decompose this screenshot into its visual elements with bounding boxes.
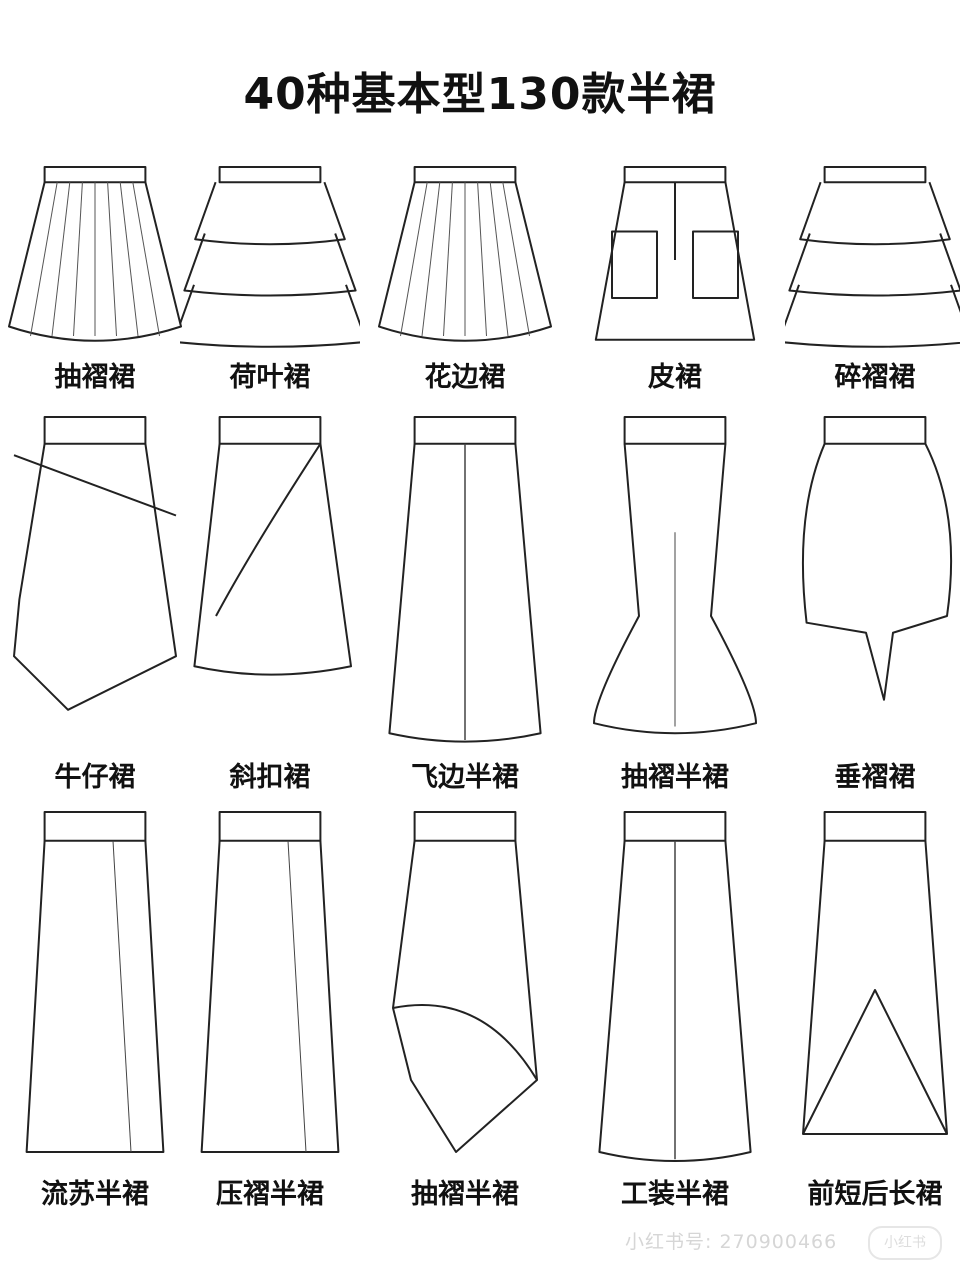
- skirt-label: 流苏半裙: [41, 1179, 149, 1210]
- skirt-label: 抽褶半裙: [621, 762, 729, 793]
- skirt-illustration: [200, 811, 340, 1153]
- skirt-illustration: [785, 166, 960, 348]
- skirt-item: [375, 165, 555, 355]
- skirt-label: 牛仔裙: [54, 762, 136, 793]
- skirt-label: 荷叶裙: [229, 362, 311, 393]
- skirt-item: [5, 165, 185, 355]
- skirt-illustration: [593, 416, 757, 735]
- skirt-label: 皮裙: [648, 362, 702, 393]
- skirt-illustration: [388, 416, 542, 743]
- skirt-illustration: [13, 416, 177, 711]
- skirt-label: 抽褶半裙: [411, 1179, 519, 1210]
- skirt-label: 工装半裙: [621, 1179, 729, 1210]
- skirt-illustration: [8, 166, 182, 342]
- skirt-item: [5, 415, 185, 750]
- skirt-item: [5, 810, 185, 1170]
- skirt-label: 花边裙: [424, 362, 506, 393]
- skirt-illustration: [802, 811, 948, 1135]
- skirt-item: [585, 415, 765, 750]
- skirt-illustration: [378, 166, 552, 342]
- skirt-label: 抽褶裙: [54, 362, 136, 393]
- skirt-label: 飞边半裙: [411, 762, 519, 793]
- skirt-illustration: [392, 811, 538, 1153]
- skirt-label: 前短后长裙: [807, 1179, 943, 1210]
- skirt-item: [785, 810, 960, 1170]
- skirt-item: [180, 810, 360, 1170]
- skirt-illustration: [598, 811, 752, 1162]
- skirt-item: [375, 810, 555, 1170]
- skirt-illustration: [180, 166, 360, 348]
- skirt-label: 斜扣裙: [229, 762, 311, 793]
- skirt-item: [180, 165, 360, 355]
- skirt-label: 碎褶裙: [834, 362, 916, 393]
- watermark-logo: 小红书: [868, 1226, 942, 1260]
- skirt-item: [785, 165, 960, 355]
- skirt-item: [180, 415, 360, 750]
- skirt-item: [585, 165, 765, 355]
- skirt-item: [785, 415, 960, 750]
- skirt-illustration: [594, 166, 756, 341]
- skirt-illustration: [801, 416, 953, 701]
- skirt-item: [375, 415, 555, 750]
- skirt-item: [585, 810, 765, 1170]
- skirt-label: 压褶半裙: [216, 1179, 324, 1210]
- page-title: 40种基本型130款半裙: [243, 69, 717, 120]
- skirt-illustration: [193, 416, 352, 676]
- watermark: 小红书号: 270900466: [625, 1231, 838, 1253]
- skirt-illustration: [25, 811, 165, 1153]
- skirt-label: 垂褶裙: [834, 762, 916, 793]
